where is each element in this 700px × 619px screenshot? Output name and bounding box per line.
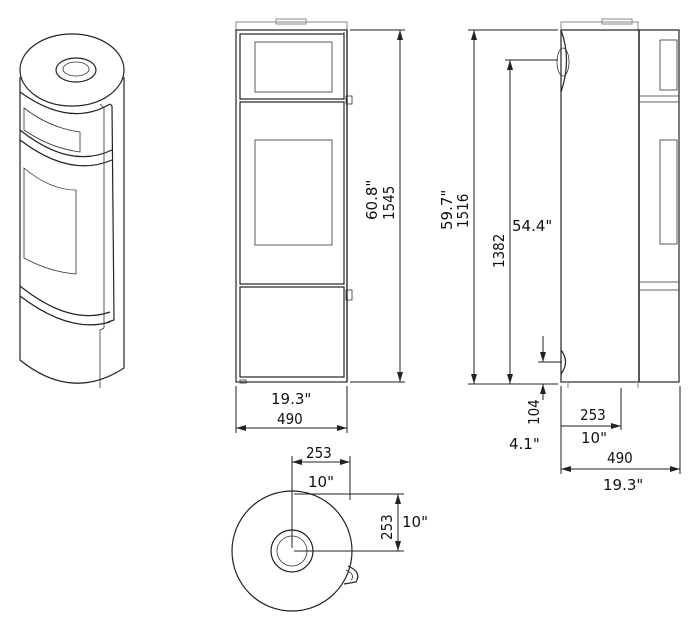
front-width-mm-label: 490 [277, 410, 303, 428]
top-y-mm-label: 253 [378, 514, 396, 540]
side-inlet-mm-label: 104 [525, 399, 543, 425]
side-inlet-offset-in-label: 10" [581, 429, 607, 447]
top-y-in-label: 10" [402, 513, 428, 531]
side-inlet-offset-mm-label: 253 [580, 406, 606, 424]
side-inlet-in-label: 4.1" [509, 435, 540, 453]
side-view [556, 18, 680, 388]
side-depth-mm-label: 490 [607, 449, 633, 467]
side-depth-in-label: 19.3" [603, 476, 643, 494]
front-view [235, 18, 353, 384]
front-height-in-label: 60.8" [363, 180, 381, 220]
side-outlet-in-label: 54.4" [512, 217, 552, 235]
top-view: 253 10" 253 10" [231, 444, 428, 612]
side-depth-dimension: 490 19.3" [560, 386, 681, 494]
side-outlet-mm-label: 1382 [490, 234, 508, 268]
side-height-in-label: 59.7" [438, 190, 456, 230]
front-height-mm-label: 1545 [380, 186, 398, 220]
side-total-height-dimension: 59.7" 1516 [438, 29, 558, 385]
perspective-view [19, 33, 125, 388]
front-height-dimension: 60.8" 1545 [350, 29, 405, 383]
top-x-in-label: 10" [308, 473, 334, 491]
flue-outlet-icon [55, 57, 97, 83]
side-height-mm-label: 1516 [454, 194, 472, 228]
front-width-in-label: 19.3" [271, 390, 311, 408]
side-inlet-height-dimension: 104 4.1" [509, 336, 562, 453]
side-inlet-offset-dimension: 253 10" [561, 388, 622, 447]
front-width-dimension: 19.3" 490 [235, 386, 348, 433]
side-outlet-height-dimension: 1382 54.4" [490, 59, 558, 384]
top-x-mm-label: 253 [306, 444, 332, 462]
